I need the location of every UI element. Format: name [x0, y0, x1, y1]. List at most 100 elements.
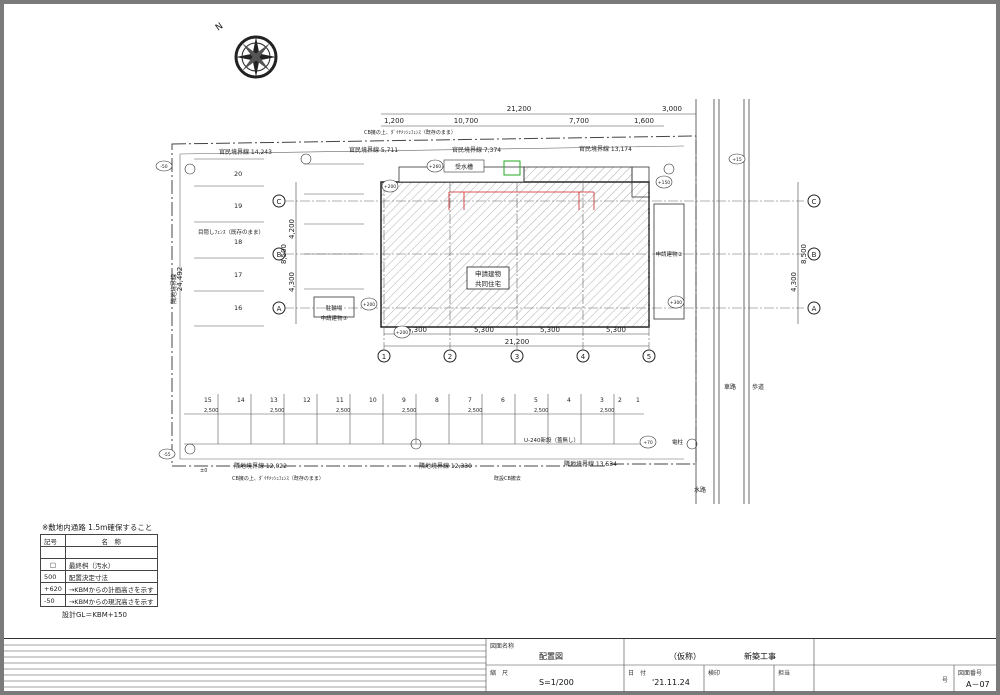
title-block: 図面名称 配置図 （仮称） 新築工事 縮 尺 S=1/200 日 付 '21.1…	[4, 638, 996, 692]
row-bubbles: C B A C B A	[272, 194, 821, 315]
bldg2-label: 申請建物②	[656, 250, 683, 258]
date-value: '21.11.24	[652, 678, 690, 687]
row-dim-2: 4,300	[288, 272, 296, 292]
stall-12: 12	[303, 397, 311, 404]
north-arrow-icon: N	[214, 21, 278, 79]
main-building: 申請建物 共同住宅 受水槽	[380, 159, 650, 328]
legend-row: -50 →KBMからの現況高さを示す	[40, 594, 158, 607]
north-label: N	[214, 21, 225, 33]
sidewalk-note: 歩道	[752, 383, 764, 391]
stall-19: 19	[234, 202, 242, 210]
legend-row: □ 最終桝（汚水）	[40, 558, 158, 571]
level-4: +200	[396, 330, 408, 336]
drawing-sheet: N 申請建物 共同住宅 受水槽	[4, 4, 996, 692]
project-prefix: （仮称）	[669, 652, 701, 661]
row-dim-right: 4,300	[790, 272, 798, 292]
bike-label: 駐輪場	[326, 304, 343, 312]
level-8: -50	[160, 164, 167, 170]
column-label-1: 1	[382, 353, 386, 361]
row-dimensions: 4,200 4,300 8,500 4,300 8,500 24,492	[176, 182, 808, 324]
stall-width-5: 2,500	[534, 408, 548, 414]
design-gl: 設計GL＝KBM+150	[62, 611, 127, 619]
stall-16: 16	[234, 304, 242, 312]
bottom-parking-numbers: 15 14 13 12 11 10 9 8 7 6 5 4 3 2 1 2,50…	[204, 397, 640, 414]
level-1: +200	[384, 184, 396, 190]
stall-11: 11	[336, 397, 344, 404]
building-label-2: 共同住宅	[475, 279, 502, 288]
grid-dim-4: 5,300	[606, 326, 626, 334]
stall-18: 18	[234, 238, 242, 246]
existing-note: 既設CB撤去	[494, 475, 521, 482]
top-seg-1: 1,200	[384, 117, 404, 125]
legend-row	[40, 546, 158, 559]
project-name: 新築工事	[744, 652, 776, 661]
legend-mark: -50	[40, 594, 66, 607]
boundary-top-mid2: 官民境界線 7,374	[452, 146, 501, 154]
row-label-c: C	[277, 198, 282, 206]
stall-6: 6	[501, 397, 505, 404]
stall-7: 7	[468, 397, 472, 404]
legend-row: 500 配置決定寸法	[40, 570, 158, 583]
row-label-b-right: B	[812, 251, 817, 259]
bottom-parking	[184, 394, 644, 445]
sheet-label: 図面番号	[958, 670, 983, 677]
fence-note-top: CB擁の上、ﾀﾞｲﾔﾒｯｼｭﾌｪﾝｽ（既存のまま）	[364, 129, 456, 136]
row-label-a: A	[277, 305, 282, 313]
sub-buildings: 駐輪場 申請建物③ 申請建物②	[313, 203, 685, 322]
legend-name: →KBMからの現況高さを示す	[64, 594, 158, 607]
row-dim-1: 4,200	[288, 219, 296, 239]
legend-header-mark: 記号	[40, 534, 66, 547]
stall-9: 9	[402, 397, 406, 404]
legend-mark: 500	[40, 570, 66, 583]
legend-name: →KBMからの計画高さを示す	[64, 582, 158, 595]
legend-mark	[40, 546, 66, 559]
row-label-c-right: C	[812, 198, 817, 206]
date-label: 日 付	[628, 670, 647, 677]
overall-width-dim: 21,200	[507, 105, 532, 113]
column-label-3: 3	[515, 353, 519, 361]
boundary-bottom-right: 隣地境界線 13,534	[564, 460, 617, 468]
boundary-top-right: 官民境界線 13,174	[579, 145, 632, 153]
level-2: +260	[429, 164, 441, 170]
stall-width-11: 2,500	[336, 408, 350, 414]
total-depth-dim: 8,500	[280, 244, 288, 264]
scale-label: 縮 尺	[490, 670, 509, 677]
bldg3-label: 申請建物③	[321, 314, 348, 322]
level-zero: ±0	[200, 468, 207, 474]
column-label-5: 5	[647, 353, 651, 361]
level-10: +15	[732, 157, 742, 163]
fence-note-bottom: CB擁の上、ﾀﾞｲﾔﾒｯｼｭﾌｪﾝｽ（既存のまま）	[232, 475, 324, 482]
drawing-name: 配置図	[539, 652, 563, 661]
pole-note: 電柱	[672, 438, 684, 446]
sheet-number: A－07	[966, 680, 990, 689]
level-6: +300	[670, 300, 682, 306]
scale-value: S=1/200	[539, 678, 574, 687]
left-parking-numbers: 20 19 18 17 16 目隠しﾌｪﾝｽ（既存のまま）	[198, 170, 264, 312]
level-3: +200	[363, 302, 375, 308]
stall-5: 5	[534, 397, 538, 404]
stall-4: 4	[567, 397, 571, 404]
road-note: 車路	[724, 383, 736, 391]
left-parking	[194, 158, 364, 327]
stall-15: 15	[204, 397, 212, 404]
stall-8: 8	[435, 397, 439, 404]
legend-name	[64, 546, 158, 559]
site-depth-dim: 24,492	[176, 267, 184, 292]
pipe-note: U-240新設（蓋無し）	[524, 436, 579, 444]
grid-dim-2: 5,300	[474, 326, 494, 334]
site-boundary	[171, 135, 697, 467]
boundary-notes: 官民境界線 14,243 官民境界線 5,711 官民境界線 7,374 官民境…	[170, 129, 764, 494]
legend-caption: ※敷地内通路 1.5m確保すること	[42, 523, 153, 532]
total-depth-dim-right: 8,500	[800, 244, 808, 264]
boundary-left: 隣地境界線	[170, 274, 178, 304]
left-fence-note: 目隠しﾌｪﾝｽ（既存のまま）	[198, 228, 264, 236]
water-tank-label: 受水槽	[455, 163, 473, 171]
drawing-name-label: 図面名称	[490, 643, 515, 650]
stall-width-15: 2,500	[204, 408, 218, 414]
boundary-bottom-mid: 隣地境界線 12,330	[419, 462, 472, 470]
legend-table: 記号 名 称 □ 最終桝（汚水） 500 配置決定寸法 +620 →KBMからの…	[40, 534, 158, 607]
legend-name: 最終桝（汚水）	[64, 558, 158, 571]
boundary-top-left: 官民境界線 14,243	[219, 148, 272, 156]
right-offset-dim: 3,000	[662, 105, 682, 113]
legend-row: +620 →KBMからの計画高さを示す	[40, 582, 158, 595]
